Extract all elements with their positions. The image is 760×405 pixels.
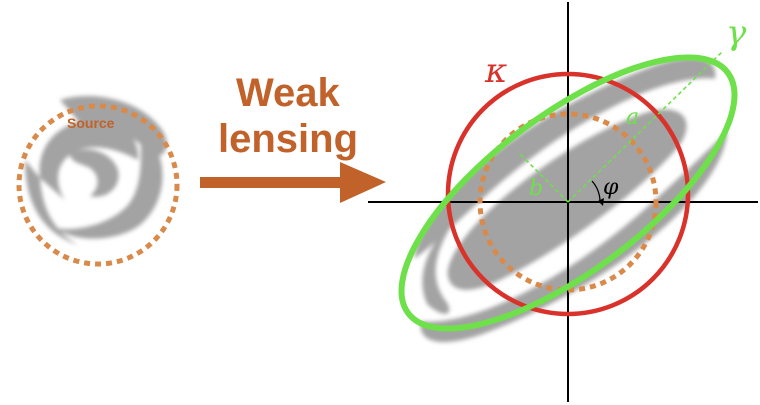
semi-minor-label-b: b — [529, 176, 543, 201]
kappa-circle — [445, 71, 691, 317]
semi-major-axis-line — [567, 50, 724, 203]
gamma-label: γ — [726, 13, 747, 53]
source-label: Source — [67, 115, 115, 131]
source-galaxy — [25, 95, 167, 245]
weak-lensing-title-line1: Weak — [236, 71, 341, 115]
semi-major-label-a: a — [626, 105, 639, 130]
phi-arrowhead — [598, 198, 604, 206]
lensed-dotted-circle — [477, 111, 659, 293]
weak-lensing-title-line2: lensing — [218, 117, 358, 161]
source-dotted-circle — [16, 103, 180, 267]
lensing-arrow — [200, 162, 386, 203]
kappa-label: κ — [484, 51, 507, 91]
gamma-ellipse — [398, 54, 738, 332]
angle-label-phi: φ — [603, 175, 619, 200]
semi-minor-axis-line — [517, 151, 569, 203]
